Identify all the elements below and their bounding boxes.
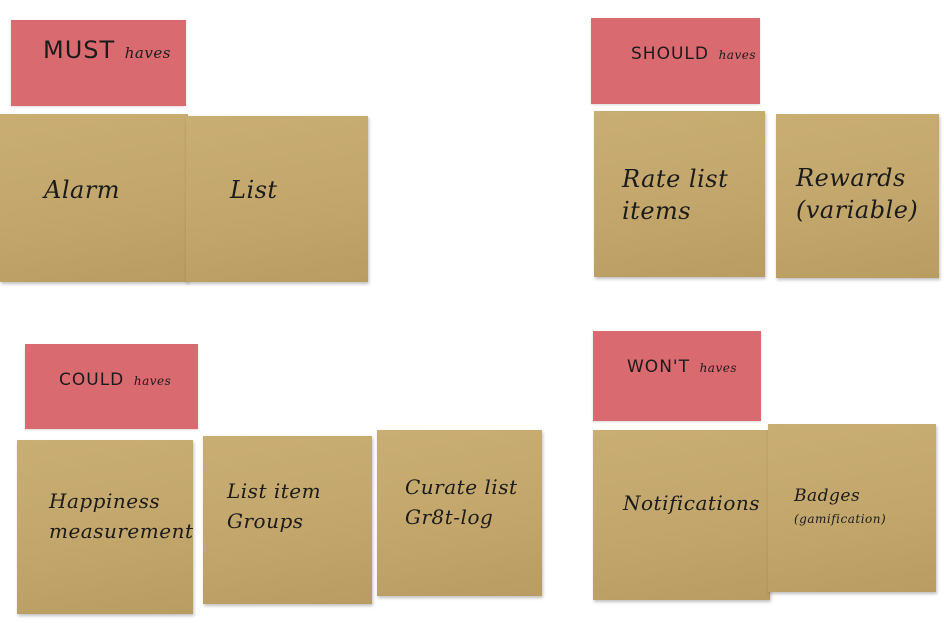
note-text: List item — [227, 479, 322, 503]
note-text: measurement — [49, 519, 194, 543]
should-header-sublabel: haves — [718, 48, 756, 62]
must-header-sublabel: haves — [124, 44, 171, 62]
wont-header-sublabel: haves — [699, 361, 737, 375]
could-header-sublabel: haves — [133, 374, 172, 388]
could-header-note: COULD haves — [25, 344, 198, 429]
note-text: (variable) — [796, 196, 919, 224]
note-text: Alarm — [44, 176, 121, 204]
sticky-note-notifications: Notifications — [593, 430, 770, 600]
sticky-note-rewards: Rewards (variable) — [776, 114, 939, 278]
must-header-note: MUST haves — [11, 20, 186, 106]
note-text: Rewards — [796, 164, 906, 192]
sticky-note-happiness-measurement: Happiness measurement — [17, 440, 193, 614]
sticky-note-list-item-groups: List item Groups — [203, 436, 372, 604]
note-text: Badges — [794, 486, 861, 506]
note-text: Gr8t-log — [405, 505, 494, 529]
note-text: Curate list — [405, 475, 518, 499]
sticky-note-rate-list-items: Rate list items — [594, 111, 765, 277]
wont-header-label: WON'T — [627, 357, 690, 377]
note-text: items — [622, 197, 692, 225]
note-text: List — [230, 176, 278, 204]
sticky-note-list: List — [186, 116, 368, 282]
note-text: Rate list — [622, 165, 729, 193]
could-header-label: COULD — [59, 370, 125, 390]
should-header-label: SHOULD — [631, 44, 709, 64]
note-text: Groups — [227, 509, 304, 533]
sticky-note-alarm: Alarm — [0, 114, 188, 282]
sticky-note-curate-list: Curate list Gr8t-log — [377, 430, 542, 596]
note-text: Notifications — [623, 491, 761, 515]
note-text: Happiness — [49, 489, 161, 513]
sticky-note-badges: Badges (gamification) — [768, 424, 936, 592]
note-text: (gamification) — [794, 512, 887, 526]
should-header-note: SHOULD haves — [591, 18, 760, 104]
wont-header-note: WON'T haves — [593, 331, 761, 421]
must-header-label: MUST — [43, 36, 116, 64]
